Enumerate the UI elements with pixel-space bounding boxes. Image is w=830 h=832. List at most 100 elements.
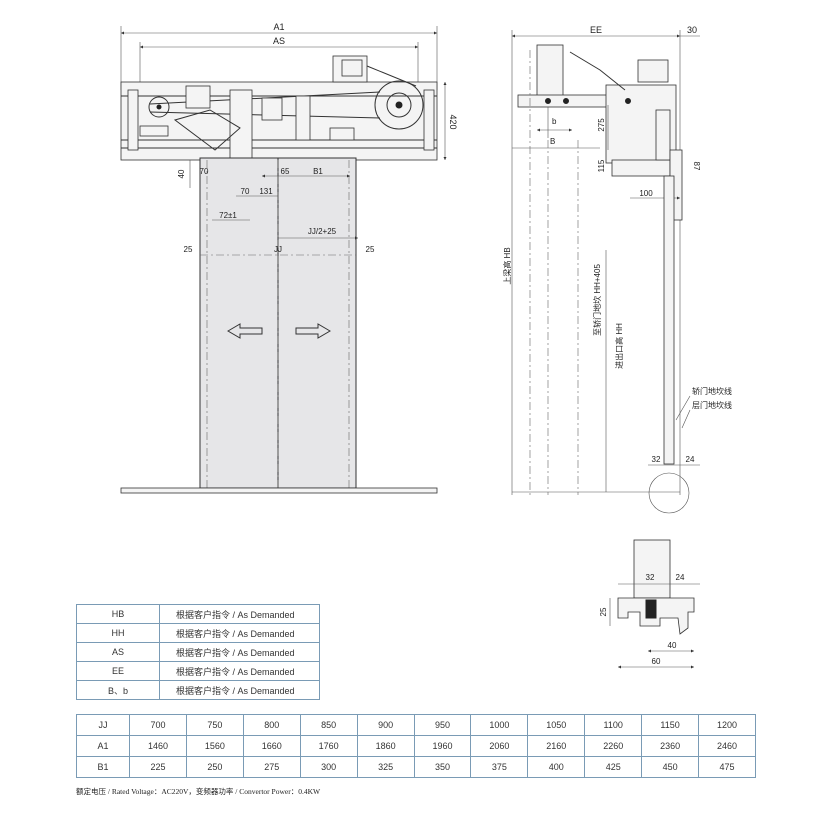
- dim-40-detail: 40: [668, 641, 677, 650]
- table-row: A1 1460 1560 1660 1760 1860 1960 2060 21…: [76, 735, 756, 757]
- dim-87: 87: [692, 162, 701, 171]
- door-side-panel: [663, 175, 675, 465]
- table-cell: 1760: [299, 735, 358, 757]
- dim-70a: 70: [200, 167, 209, 176]
- table-cell: 275: [242, 756, 301, 778]
- dim-24-detail: 24: [676, 573, 685, 582]
- dim-65: 65: [281, 167, 290, 176]
- table-cell: 250: [185, 756, 244, 778]
- dim-275: 275: [597, 118, 606, 132]
- dim-b-small: b: [552, 117, 557, 126]
- spec-key: HH: [76, 623, 160, 643]
- spec-key: HB: [76, 604, 160, 624]
- label-hh405: 至轿门地坎 HH+405: [592, 264, 602, 336]
- detail-view: 32 24 25 40 60: [599, 539, 700, 669]
- spec-key: B、b: [76, 680, 160, 700]
- table-cell: 1660: [242, 735, 301, 757]
- dim-25-detail: 25: [599, 607, 608, 616]
- table-cell: 475: [698, 756, 756, 778]
- row-header: B1: [76, 756, 130, 778]
- detail-door-leaf: [633, 539, 671, 599]
- table-cell: 2260: [584, 735, 643, 757]
- sill-plate: [120, 487, 438, 494]
- table-row: EE 根据客户指令 / As Demanded: [76, 661, 320, 681]
- table-cell: 900: [356, 714, 415, 736]
- door-hanger: [611, 159, 671, 177]
- dim-as: AS: [273, 36, 285, 46]
- table-cell: 1960: [413, 735, 472, 757]
- spec-value: 根据客户指令 / As Demanded: [159, 623, 320, 643]
- dim-b1: B1: [313, 167, 323, 176]
- dim-b-big: B: [550, 137, 555, 146]
- table-cell: 2060: [470, 735, 529, 757]
- spec-table: HB 根据客户指令 / As Demanded HH 根据客户指令 / As D…: [76, 604, 320, 700]
- dim-32-side: 32: [652, 455, 661, 464]
- dim-115: 115: [597, 159, 606, 172]
- dim-40: 40: [177, 169, 186, 178]
- dim-24-side: 24: [686, 455, 695, 464]
- table-row: B1 225 250 275 300 325 350 375 400 425 4…: [76, 756, 756, 778]
- table-row: HB 根据客户指令 / As Demanded: [76, 604, 320, 624]
- dim-ee: EE: [590, 25, 602, 35]
- dim-70b: 70: [241, 187, 250, 196]
- spec-value: 根据客户指令 / As Demanded: [159, 642, 320, 662]
- table-cell: 850: [299, 714, 358, 736]
- arrow-left-icon: [227, 323, 263, 339]
- side-view: EE 30 b B 275 115 87 100: [502, 25, 732, 514]
- table-cell: 1860: [356, 735, 415, 757]
- dim-a1: A1: [273, 22, 284, 32]
- row-header: A1: [76, 735, 130, 757]
- table-cell: 225: [129, 756, 187, 778]
- table-cell: 425: [584, 756, 643, 778]
- table-cell: 1560: [185, 735, 244, 757]
- spec-value: 根据客户指令 / As Demanded: [159, 680, 320, 700]
- dim-25-left: 25: [184, 245, 193, 254]
- dim-jj-half: JJ/2+25: [308, 227, 337, 236]
- idler-pulley: [148, 96, 170, 118]
- dim-30: 30: [687, 25, 697, 35]
- spec-value: 根据客户指令 / As Demanded: [159, 604, 320, 624]
- table-row: AS 根据客户指令 / As Demanded: [76, 642, 320, 662]
- door-panel-right: [277, 157, 357, 489]
- table-cell: 1100: [584, 714, 643, 736]
- dim-jj: JJ: [274, 245, 282, 254]
- table-row: HH 根据客户指令 / As Demanded: [76, 623, 320, 643]
- table-cell: 2360: [641, 735, 700, 757]
- table-cell: 1200: [698, 714, 756, 736]
- table-cell: 1050: [527, 714, 586, 736]
- table-row: JJ 700 750 800 850 900 950 1000 1050 110…: [76, 714, 756, 736]
- front-view: A1 AS 420: [120, 22, 458, 494]
- drive-pulley: [374, 80, 424, 130]
- table-cell: 350: [413, 756, 472, 778]
- label-car-sill: 轿门地坎线: [692, 386, 732, 396]
- table-cell: 1460: [129, 735, 187, 757]
- label-hh: 进出口高 HH: [614, 323, 624, 369]
- table-cell: 400: [527, 756, 586, 778]
- footer-note: 额定电压 / Rated Voltage：AC220V，变频器功率 / Conv…: [76, 787, 321, 796]
- table-cell: 1150: [641, 714, 700, 736]
- table-cell: 750: [185, 714, 244, 736]
- table-cell: 1000: [470, 714, 529, 736]
- table-cell: 300: [299, 756, 358, 778]
- table-cell: 950: [413, 714, 472, 736]
- table-cell: 2160: [527, 735, 586, 757]
- table-cell: 800: [242, 714, 301, 736]
- side-motor: [637, 59, 669, 83]
- table-cell: 700: [129, 714, 187, 736]
- dim-72: 72±1: [219, 211, 237, 220]
- table-cell: 450: [641, 756, 700, 778]
- dim-25-right: 25: [366, 245, 375, 254]
- dim-60-detail: 60: [652, 657, 661, 666]
- row-header: JJ: [76, 714, 130, 736]
- arrow-right-icon: [295, 323, 331, 339]
- dim-420: 420: [448, 114, 458, 129]
- spec-value: 根据客户指令 / As Demanded: [159, 661, 320, 681]
- spec-key: AS: [76, 642, 160, 662]
- dim-131: 131: [259, 187, 273, 196]
- label-landing-sill: 层门地坎线: [692, 400, 732, 410]
- size-table: JJ 700 750 800 850 900 950 1000 1050 110…: [76, 714, 756, 778]
- dim-100: 100: [639, 189, 653, 198]
- spec-key: EE: [76, 661, 160, 681]
- table-row: B、b 根据客户指令 / As Demanded: [76, 680, 320, 700]
